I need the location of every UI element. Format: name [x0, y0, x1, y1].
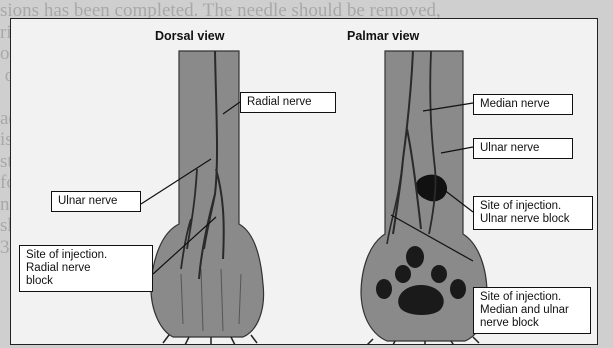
- palmar-paw-drawing: [361, 51, 487, 344]
- label-ulnar-nerve-dorsal: Ulnar nerve: [51, 191, 141, 212]
- label-radial-injection-site: Site of injection. Radial nerve block: [19, 245, 153, 292]
- carpal-pad: [406, 246, 424, 268]
- label-ulnar-injection-site: Site of injection. Ulnar nerve block: [473, 196, 593, 230]
- label-ulnar-nerve-palmar: Ulnar nerve: [473, 138, 573, 159]
- paw-nerve-block-figure: Dorsal view Palmar view Radial nerve Uln…: [10, 18, 598, 345]
- label-median-nerve: Median nerve: [473, 94, 573, 115]
- palmar-view-title: Palmar view: [347, 29, 419, 43]
- label-median-ulnar-injection-site: Site of injection. Median and ulnar nerv…: [473, 287, 591, 334]
- label-radial-nerve: Radial nerve: [240, 92, 336, 113]
- dorsal-view-title: Dorsal view: [155, 29, 224, 43]
